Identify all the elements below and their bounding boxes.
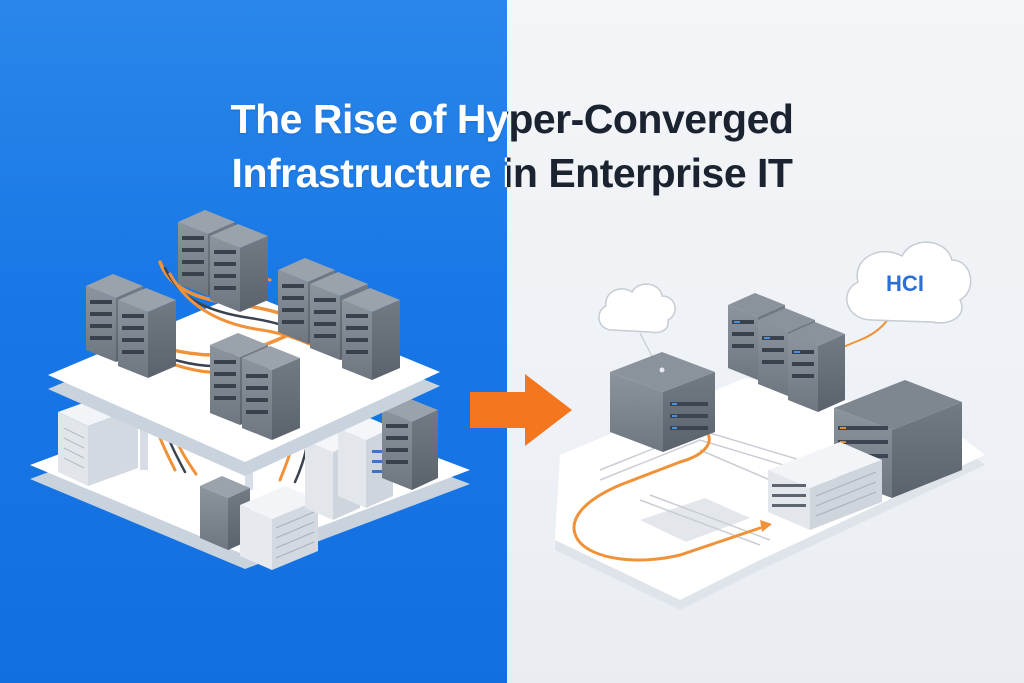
hci-node-main [610, 352, 715, 452]
server-white-front [240, 486, 318, 570]
hci-cloud-label: HCI [886, 271, 924, 296]
hci-rack-cluster [728, 293, 845, 412]
hci-rack-3 [788, 322, 845, 412]
traditional-datacenter-stack [30, 210, 470, 570]
rack-right-3 [342, 288, 400, 380]
hci-cloud-icon: HCI [846, 241, 972, 324]
upper-servers [86, 210, 400, 440]
rack-left-2 [118, 288, 176, 378]
transition-arrow [470, 374, 572, 446]
cloud-icon [598, 283, 676, 373]
hyperconverged-layout: HCI [555, 241, 985, 610]
rack-back-2 [210, 224, 268, 312]
server-grey-lower-2 [382, 398, 438, 490]
hci-appliance [768, 442, 882, 530]
lower-servers [58, 394, 438, 570]
rack-center-2 [242, 346, 300, 440]
